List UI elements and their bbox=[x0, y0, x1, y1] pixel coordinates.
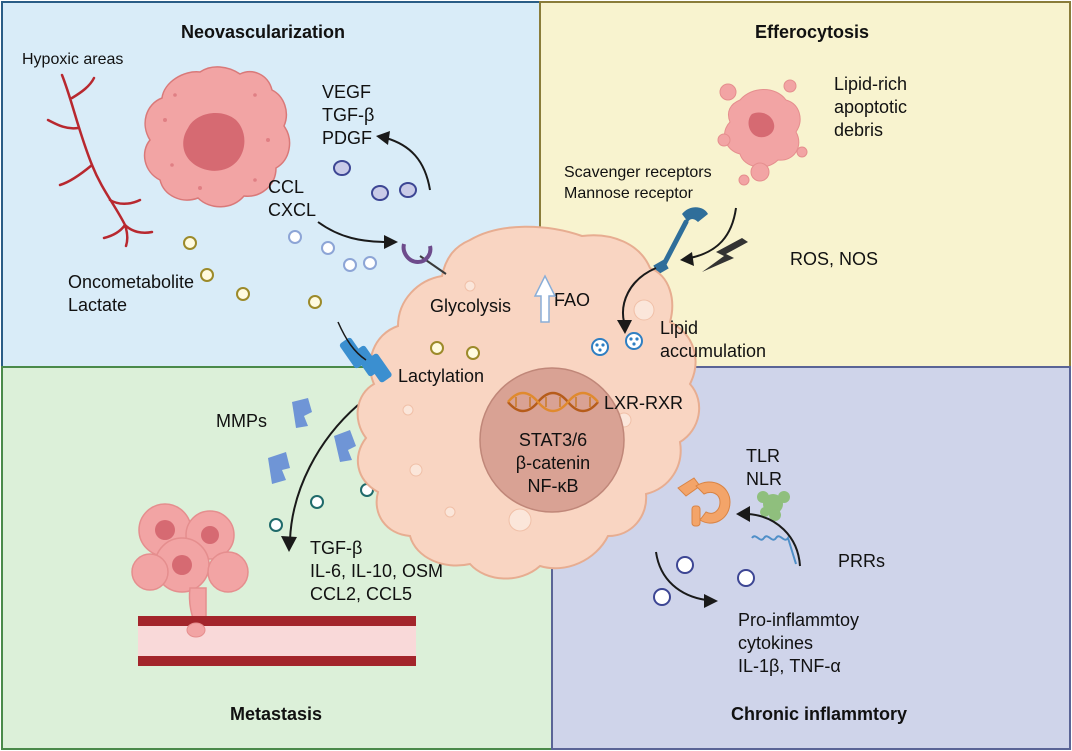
lightning-bolt-icon bbox=[702, 238, 748, 272]
arrow-lipid-uptake bbox=[622, 267, 657, 323]
arrow-metastasis bbox=[289, 404, 359, 541]
label-cxcl: CXCL bbox=[268, 200, 316, 220]
label-stat3-6: STAT3/6 bbox=[519, 430, 587, 450]
label-tlr: TLR bbox=[746, 446, 780, 466]
pathogen-icon bbox=[757, 491, 790, 521]
oncometabolite-molecules bbox=[183, 236, 322, 309]
label-vegf: VEGF bbox=[322, 82, 371, 102]
tlr-receptor-icon bbox=[677, 477, 731, 527]
label-beta-catenin: β-catenin bbox=[516, 453, 590, 473]
blood-vessel-section-icon bbox=[138, 616, 416, 666]
chemokine-molecules bbox=[288, 230, 377, 272]
label-tgf-beta-2: TGF-β bbox=[310, 538, 362, 558]
label-cytokines: cytokines bbox=[738, 633, 813, 653]
arrow-head-growth-factor bbox=[376, 131, 390, 145]
label-nlr: NLR bbox=[746, 469, 782, 489]
label-debris: debris bbox=[834, 120, 883, 140]
tumor-cell-icon bbox=[143, 66, 291, 208]
label-lipid: Lipid bbox=[660, 318, 698, 338]
dna-rungs bbox=[515, 397, 591, 407]
label-scavenger-receptors: Scavenger receptors bbox=[564, 164, 712, 181]
label-pro-inflammatory: Pro-inflammtoy bbox=[738, 610, 859, 630]
arrow-prr-binding bbox=[747, 513, 801, 567]
label-nf-kb: NF-κB bbox=[528, 476, 579, 496]
cancer-cell-nuclei bbox=[155, 520, 219, 575]
label-lxr-rxr: LXR-RXR bbox=[604, 393, 683, 413]
blood-vessel-icon bbox=[46, 73, 154, 248]
label-mmps: MMPs bbox=[216, 411, 267, 431]
arrow-debris-to-receptor bbox=[689, 207, 737, 259]
label-pdgf: PDGF bbox=[322, 128, 372, 148]
label-hypoxic-areas: Hypoxic areas bbox=[22, 51, 123, 68]
scavenger-receptor-icon bbox=[653, 207, 708, 275]
label-ros-nos: ROS, NOS bbox=[790, 249, 878, 269]
label-lipid-rich: Lipid-rich bbox=[834, 74, 907, 94]
arrow-head-cytokine bbox=[704, 594, 718, 608]
up-arrow-icon bbox=[533, 274, 557, 323]
arrow-head-metastasis bbox=[281, 536, 297, 552]
arrow-head-lipid bbox=[617, 320, 632, 334]
label-accumulation: accumulation bbox=[660, 341, 766, 361]
label-apoptotic: apoptotic bbox=[834, 97, 907, 117]
label-fao: FAO bbox=[554, 290, 590, 310]
title-metastasis: Metastasis bbox=[230, 704, 322, 724]
label-tgf-beta-1: TGF-β bbox=[322, 105, 374, 125]
apoptotic-debris-icon bbox=[717, 79, 808, 186]
arrow-cytokine-release bbox=[655, 551, 707, 601]
lactylation-molecules bbox=[430, 341, 480, 360]
title-inflammation: Chronic inflammtory bbox=[731, 704, 907, 724]
label-il1b-tnfa: IL-1β, TNF-α bbox=[738, 656, 841, 676]
chemokine-receptor-icon bbox=[401, 243, 447, 275]
label-prrs: PRRs bbox=[838, 551, 885, 571]
arrow-head-debris bbox=[680, 252, 694, 266]
arrow-chemokine-to-receptor bbox=[317, 221, 389, 243]
label-lactate: Lactate bbox=[68, 295, 127, 315]
title-efferocytosis: Efferocytosis bbox=[755, 22, 869, 42]
growth-factor-molecules bbox=[333, 160, 417, 201]
label-il6-il10-osm: IL-6, IL-10, OSM bbox=[310, 561, 443, 581]
extravasating-cell-icon bbox=[186, 622, 206, 638]
arrow-head-prr bbox=[736, 506, 750, 522]
cytokine-molecules bbox=[653, 556, 755, 606]
nucleic-acid-icon bbox=[751, 535, 797, 565]
cytoplasm-vesicles bbox=[402, 280, 655, 532]
label-ccl2-ccl5: CCL2, CCL5 bbox=[310, 584, 412, 604]
arrow-head-chemokine bbox=[384, 235, 398, 249]
title-neovascularization: Neovascularization bbox=[181, 22, 345, 42]
label-mannose-receptor: Mannose receptor bbox=[564, 185, 694, 202]
lipid-droplets bbox=[591, 332, 643, 356]
mmp-enzyme-icons bbox=[268, 398, 356, 484]
arrow-lactate-uptake bbox=[337, 321, 367, 361]
label-oncometabolite: Oncometabolite bbox=[68, 272, 194, 292]
arrow-growth-factor-secretion bbox=[385, 137, 431, 191]
dna-helix-icon bbox=[507, 391, 599, 413]
lipid-droplet-dots bbox=[595, 337, 639, 352]
lactate-transporter-icon bbox=[339, 337, 392, 383]
label-lactylation: Lactylation bbox=[398, 366, 484, 386]
label-glycolysis: Glycolysis bbox=[430, 296, 511, 316]
label-ccl: CCL bbox=[268, 177, 304, 197]
